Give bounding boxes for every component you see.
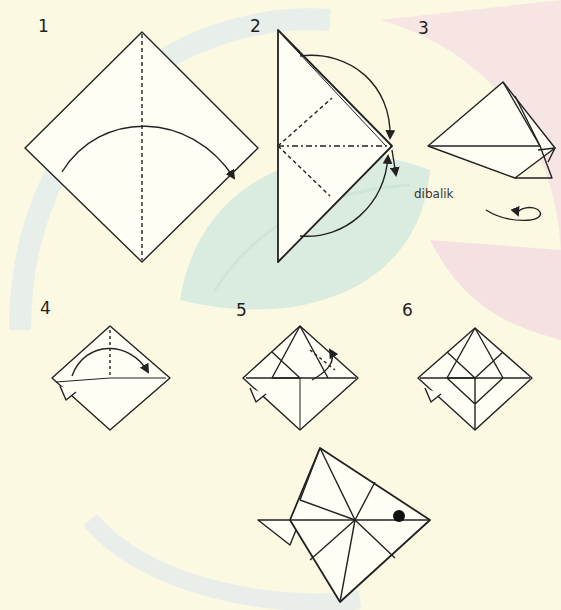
fish-eye xyxy=(393,510,405,522)
step-1-square xyxy=(25,32,258,262)
step-number: 3 xyxy=(418,20,429,37)
watermark-logo xyxy=(20,0,561,602)
finished-fish xyxy=(258,448,430,602)
step-number: 4 xyxy=(40,300,51,317)
step-5-diamond xyxy=(243,326,358,430)
step-2-triangle xyxy=(278,30,396,262)
step-4-diamond xyxy=(52,326,170,430)
step-number: 5 xyxy=(236,302,247,319)
step-number: 2 xyxy=(250,18,261,35)
step-number: 1 xyxy=(38,18,49,35)
step-number: 6 xyxy=(402,302,413,319)
turn-over-note: dibalik xyxy=(414,188,454,200)
step-6-diamond xyxy=(418,328,532,430)
